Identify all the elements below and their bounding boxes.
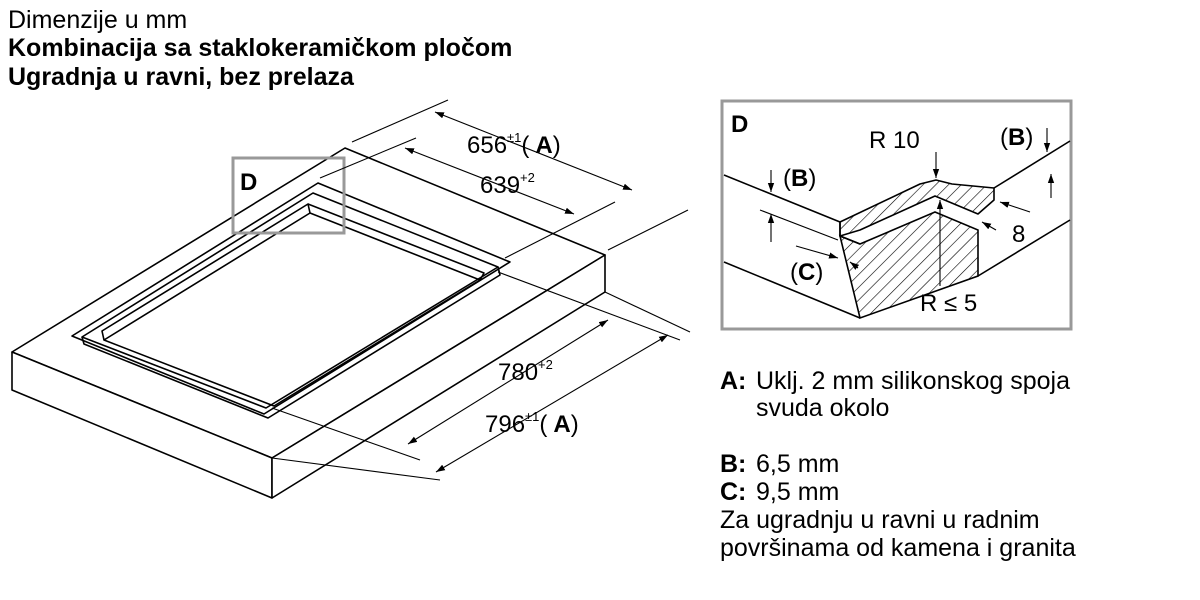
detail-8-label: 8 (1012, 221, 1025, 248)
detail-r5-label: R ≤ 5 (920, 290, 977, 317)
legend-c: C: 9,5 mm (720, 478, 839, 506)
countertop-drawing (11, 147, 606, 499)
eight-arrow-b (981, 221, 997, 231)
countertop-bottom-left (723, 261, 861, 319)
legend-a: A: Uklj. 2 mm silikonskog spoja (720, 367, 1070, 395)
dimension-lines (271, 99, 691, 481)
extension-line (271, 407, 421, 461)
countertop-bottom-right (977, 219, 1071, 277)
legend-b-key: B: (720, 450, 747, 478)
detail-title: D (731, 111, 748, 138)
extension-line (271, 457, 441, 481)
legend-a-text-2: svuda okolo (756, 394, 890, 422)
extension-line (497, 271, 681, 341)
detail-b-left-label: (B) (783, 165, 816, 192)
legend-b-text: 6,5 mm (756, 450, 840, 478)
extension-line (504, 201, 616, 259)
legend-b: B: 6,5 mm (720, 450, 839, 478)
legend-a-continued: svuda okolo (720, 394, 889, 422)
legend-a-key: A: (720, 367, 747, 395)
dimension-656-label: 656±1(A) (467, 130, 561, 159)
page-title: Kombinacija sa staklokeramičkom pločom (8, 34, 513, 62)
dimension-639-label: 639+2 (480, 170, 535, 199)
eight-arrow-a (999, 201, 1031, 213)
detail-c-label: (C) (790, 259, 823, 286)
dimension-796-label: 796±1(A) (485, 409, 579, 438)
extension-line (607, 209, 689, 251)
legend-note-line2: površinama od kamena i granita (720, 534, 1076, 562)
c-arrow (795, 245, 839, 259)
page-subtitle-dimensions: Dimenzije u mm (8, 6, 188, 34)
legend-note-line1: Za ugradnju u ravni u radnim (720, 506, 1040, 534)
detail-dimension-arrows (759, 128, 1055, 286)
glass-ceramic-bevel-right (307, 203, 485, 281)
detail-r10-label: R 10 (869, 127, 920, 154)
dimension-arrow-796 (435, 334, 669, 473)
c-arrow-right (849, 261, 860, 270)
page-title-install-mode: Ugradnja u ravni, bez prelaza (8, 63, 354, 91)
dimension-780-label: 780+2 (498, 357, 553, 386)
extension-line (351, 99, 449, 143)
detail-d-panel: D R 10 R ≤ 5 (B) (720, 99, 1073, 331)
legend-c-text: 9,5 mm (756, 478, 840, 506)
dimension-arrow-639 (404, 147, 575, 215)
countertop-top-surface-left (723, 174, 841, 223)
detail-b-right-label: (B) (1000, 124, 1033, 151)
legend-a-text: Uklj. 2 mm silikonskog spoja (756, 367, 1070, 395)
b-left-extension (759, 209, 839, 241)
extension-line (319, 137, 417, 179)
extension-line (604, 291, 691, 333)
detail-marker-frame (231, 156, 346, 235)
detail-marker-label: D (240, 169, 257, 196)
glass-plate-section (839, 179, 995, 237)
glass-ceramic-bevel (101, 203, 311, 341)
legend-c-key: C: (720, 478, 747, 506)
countertop-top-surface-right (993, 140, 1071, 189)
